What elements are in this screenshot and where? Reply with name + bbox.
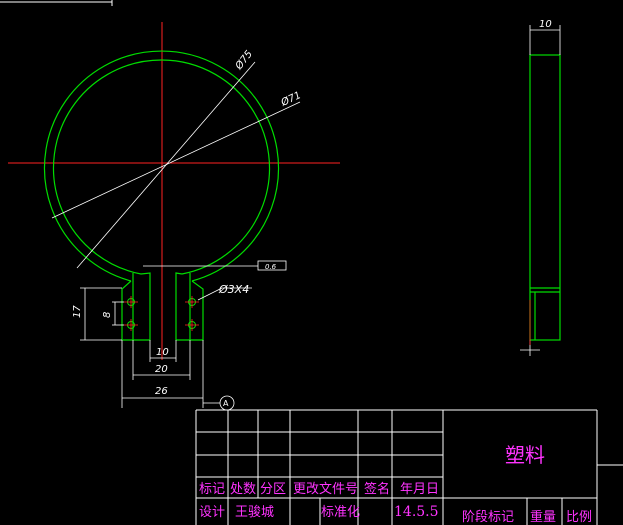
material-label: 塑料 — [505, 443, 545, 467]
tb-row2-standardize: 标准化 — [321, 505, 360, 520]
tb-row2-designer: 王骏城 — [235, 505, 274, 520]
dim-width-26: 26 — [155, 386, 168, 397]
dim-slot-width: 10 — [156, 347, 169, 358]
tb-row1-mark: 标记 — [199, 482, 225, 497]
tb-weight: 重量 — [530, 509, 556, 525]
side-dim-thickness: 10 — [539, 19, 552, 30]
dim-outer-diameter: Ø75 — [232, 48, 255, 72]
dim-width-20: 20 — [155, 364, 168, 375]
tb-row1-signature: 签名 — [364, 481, 390, 497]
tb-row1-change-doc: 更改文件号 — [293, 482, 358, 497]
center-lines — [8, 22, 340, 360]
dimension-lines — [51, 61, 301, 411]
title-block-frame — [195, 409, 623, 525]
dim-tolerance-box: 0.6 — [265, 263, 277, 271]
tb-row1-date: 年月日 — [400, 482, 439, 497]
tb-row1-zone: 分区 — [260, 482, 286, 497]
dim-height: 17 — [72, 305, 83, 318]
dim-hole-spacing: 8 — [102, 312, 113, 318]
dim-holes: Ø3X4 — [218, 283, 249, 296]
tb-scale: 比例 — [566, 510, 592, 525]
side-view-dims — [520, 25, 561, 356]
tb-row2-design: 设计 — [199, 505, 225, 520]
sheet-corner-marks — [0, 0, 113, 6]
mount-holes — [124, 296, 199, 331]
dim-marker: A — [223, 399, 229, 408]
side-view — [529, 54, 561, 341]
tb-row1-count: 处数 — [230, 482, 256, 497]
clamp-part — [43, 50, 280, 341]
tb-stage-mark: 阶段标记 — [462, 510, 514, 525]
tb-row2-date-value: 14.5.5 — [394, 504, 439, 520]
